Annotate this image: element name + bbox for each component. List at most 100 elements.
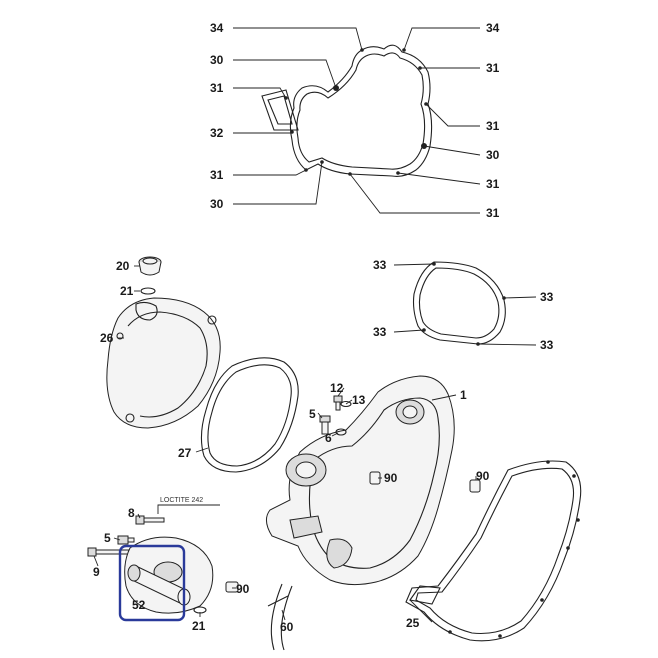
leader-line xyxy=(397,172,481,185)
case-bearing-bore xyxy=(295,461,317,479)
o-ring xyxy=(335,428,347,436)
clutch-cover xyxy=(106,297,221,429)
leader-line xyxy=(233,27,363,51)
case-bearing-bore xyxy=(402,405,418,419)
screw-plug xyxy=(138,256,162,276)
part-number-label: 30 xyxy=(486,148,500,162)
gasket-hole-dot xyxy=(576,518,580,522)
case-inner-edge xyxy=(308,397,440,569)
part-number-label: 25 xyxy=(406,616,420,630)
part-number-label: 33 xyxy=(540,338,554,352)
part-number-label: 34 xyxy=(486,21,500,35)
leader-line xyxy=(281,609,286,621)
clutch-cover-gasket xyxy=(289,44,433,177)
leader-line xyxy=(431,394,457,401)
o-ring xyxy=(140,287,156,295)
part-number-label: 52 xyxy=(132,598,146,612)
gasket-inner-line xyxy=(296,52,426,170)
water-pipe xyxy=(127,564,191,606)
part-number-label: 31 xyxy=(486,61,500,75)
gasket-tab xyxy=(261,89,299,131)
part-number-label: 31 xyxy=(486,177,500,191)
part-number-label: 6 xyxy=(325,431,332,445)
part-number-label: 90 xyxy=(384,471,398,485)
leader-line xyxy=(393,263,435,266)
part-number-label: 33 xyxy=(540,290,554,304)
leader-line xyxy=(331,432,339,437)
part-number-label: 90 xyxy=(236,582,250,596)
drain-plug xyxy=(319,415,331,435)
leader-line xyxy=(423,145,481,156)
leader-line xyxy=(345,399,353,405)
highlight-box xyxy=(118,544,186,622)
drain-screw xyxy=(117,535,135,545)
part-number-label: 21 xyxy=(120,284,134,298)
part-number-label: 31 xyxy=(210,81,224,95)
loctite-leader xyxy=(157,504,220,514)
crankcase-group: 12 13 5 6 1 90 90 90 25 8 LOCTITE 242 5 … xyxy=(87,375,582,651)
part-number-label: 30 xyxy=(210,197,224,211)
screw xyxy=(333,395,343,411)
water-hose xyxy=(270,583,293,651)
leader-line xyxy=(93,555,99,567)
part-number-label: 31 xyxy=(486,206,500,220)
hose-clamp xyxy=(267,595,289,607)
part-number-label: 31 xyxy=(210,168,224,182)
leader-line xyxy=(317,412,323,419)
leader-line xyxy=(409,599,433,623)
part-number-label: 13 xyxy=(352,393,366,407)
leader-line xyxy=(393,329,425,333)
gasket-hole-dot xyxy=(572,474,576,478)
part-number-label: 12 xyxy=(330,381,344,395)
gasket-hole-dot xyxy=(566,546,570,550)
part-number-label: 33 xyxy=(373,325,387,339)
loctite-note: LOCTITE 242 xyxy=(160,497,203,504)
part-number-label: 5 xyxy=(104,531,111,545)
leader-line xyxy=(233,169,307,176)
cover-bolt-hole xyxy=(207,315,217,325)
part-number-label: 26 xyxy=(100,331,114,345)
dowel-pin xyxy=(469,479,481,493)
part-number-label: 8 xyxy=(128,506,135,520)
part-number-label: 30 xyxy=(210,53,224,67)
leader-line xyxy=(503,296,537,299)
washer xyxy=(340,400,352,408)
part-number-label: 31 xyxy=(486,119,500,133)
part-number-label: 60 xyxy=(280,620,294,634)
part-number-label: 5 xyxy=(309,407,316,421)
leader-line xyxy=(337,387,345,397)
gasket-tab-inner xyxy=(267,95,293,125)
crankcase-gasket xyxy=(405,460,582,642)
gasket-inner-line xyxy=(207,364,292,467)
leader-line xyxy=(403,27,480,51)
gasket-hole-dot xyxy=(540,598,544,602)
long-bolt xyxy=(87,547,133,557)
bolt-with-loctite xyxy=(135,515,165,525)
leader-line xyxy=(113,537,121,541)
clutch-cover-group: 20 21 26 27 xyxy=(100,256,299,473)
case-mount-lug xyxy=(289,515,323,539)
cover-gasket xyxy=(200,357,299,473)
leader-line xyxy=(137,513,141,519)
part-number-label: 90 xyxy=(476,469,490,483)
cover-bolt-hole xyxy=(125,413,135,423)
part-number-label: 21 xyxy=(192,619,206,633)
gasket-inner-line xyxy=(415,467,575,635)
gasket-tab xyxy=(409,585,441,605)
leader-line xyxy=(425,103,480,127)
part-number-label: 32 xyxy=(210,126,224,140)
leader-line xyxy=(233,59,337,89)
leader-line xyxy=(349,173,480,214)
cover-bolt-hole xyxy=(116,332,124,340)
top-gasket-group: 34 34 30 31 31 31 32 30 31 31 30 31 xyxy=(210,21,500,220)
part-number-label: 34 xyxy=(210,21,224,35)
ignition-cover-gasket-group: 33 33 33 33 xyxy=(373,258,554,352)
cover-boss xyxy=(135,301,158,321)
part-number-label: 20 xyxy=(116,259,130,273)
part-number-label: 27 xyxy=(178,446,192,460)
gasket-hole-dot xyxy=(498,634,502,638)
leader-line xyxy=(195,447,209,453)
case-port xyxy=(326,538,353,569)
part-number-label: 1 xyxy=(460,388,467,402)
gasket-inner-line xyxy=(418,267,500,339)
